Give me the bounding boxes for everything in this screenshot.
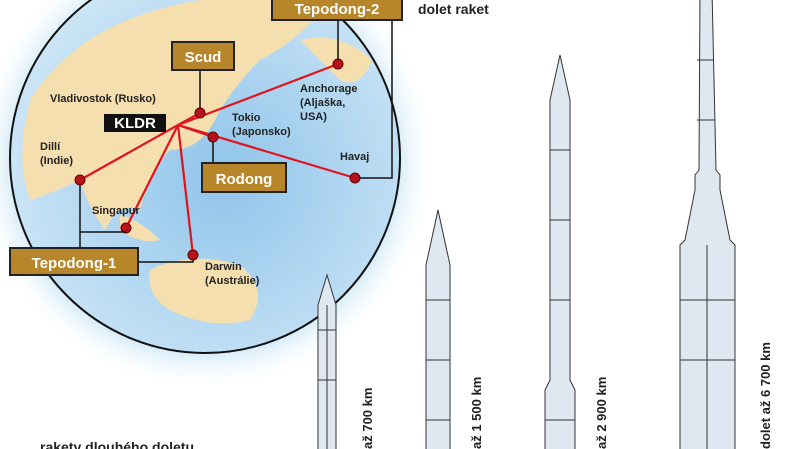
- range-tepodong-1: až 2 900 km: [594, 377, 609, 449]
- range-scud: až 700 km: [360, 388, 375, 449]
- missile-label-scud: Scud: [171, 41, 235, 71]
- header-text: dolet raket: [418, 1, 489, 17]
- city-dilli-line2: (Indie): [40, 155, 73, 167]
- city-darwin-line2: (Austrálie): [205, 275, 260, 287]
- city-darwin: Darwin: [205, 261, 242, 273]
- rocket-rodong: [425, 209, 451, 449]
- rocket-tepodong-1: [544, 54, 576, 449]
- rocket-scud: [317, 273, 337, 449]
- scud-label: Scud: [185, 49, 222, 66]
- missile-label-tepodong-2: Tepodong-2: [271, 0, 403, 21]
- rocket-tepodong-2: [679, 0, 736, 449]
- footer-text: rakety dlouhého doletu: [40, 439, 194, 449]
- city-tokio-line2: (Japonsko): [232, 126, 291, 138]
- missile-label-tepodong-1: Tepodong-1: [9, 247, 139, 276]
- city-anchorage-line2: (Aljaška,: [300, 97, 345, 109]
- city-singapur: Singapur: [92, 205, 140, 217]
- tepodong-2-label: Tepodong-2: [295, 1, 380, 18]
- origin-box: [104, 114, 166, 132]
- city-dilli: Dillí: [40, 141, 61, 153]
- city-tokio: Tokio: [232, 112, 261, 124]
- origin-label: KLDR: [114, 115, 156, 132]
- land-masses: [22, 0, 372, 324]
- rockets: [317, 0, 736, 449]
- city-vladivostok: Vladivostok (Rusko): [50, 93, 156, 105]
- city-anchorage: Anchorage: [300, 83, 357, 95]
- missile-label-rodong: Rodong: [201, 162, 287, 193]
- tepodong-1-label: Tepodong-1: [32, 255, 117, 272]
- city-havaj: Havaj: [340, 151, 369, 163]
- leader-lines: [79, 20, 393, 263]
- range-tepodong-2: dolet až 6 700 km: [758, 342, 773, 449]
- rodong-label: Rodong: [216, 171, 273, 188]
- city-anchorage-line3: USA): [300, 111, 327, 123]
- range-rodong: až 1 500 km: [469, 377, 484, 449]
